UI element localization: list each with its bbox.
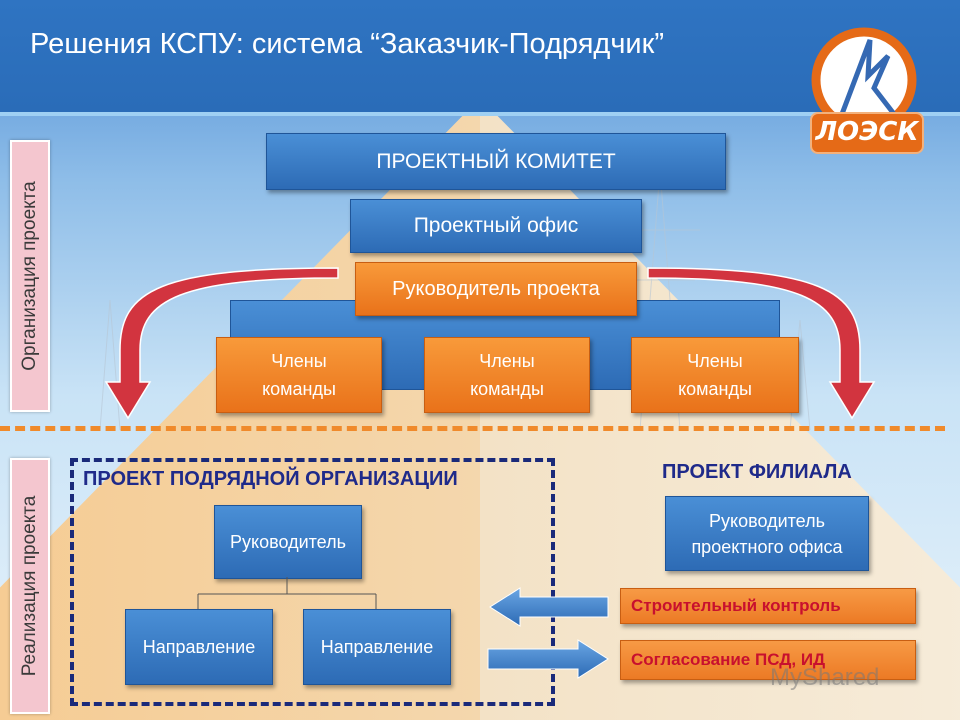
contractor-project-title: ПРОЕКТ ПОДРЯДНОЙ ОРГАНИЗАЦИИ: [83, 468, 458, 490]
branch-project-title: ПРОЕКТ ФИЛИАЛА: [662, 461, 852, 483]
direction-box: Направление: [125, 609, 273, 685]
section-separator: [0, 426, 945, 431]
header-bar: [0, 0, 960, 112]
team-member-box: Члены команды: [631, 337, 799, 413]
side-label-organization: Организация проекта: [10, 140, 50, 412]
left-curved-arrow: [104, 267, 339, 420]
side-label-realization: Реализация проекта: [10, 458, 50, 714]
construction-control-box: Строительный контроль: [620, 588, 916, 624]
company-logo-icon: [811, 27, 917, 133]
direction-box: Направление: [303, 609, 451, 685]
contractor-head-box: Руководитель: [214, 505, 362, 579]
header-divider: [0, 112, 960, 116]
page-title: Решения КСПУ: система “Заказчик-Подрядчи…: [30, 28, 664, 60]
left-arrow-icon: [489, 587, 609, 627]
contractor-project-frame: [70, 458, 555, 706]
team-member-box: Члены команды: [216, 337, 382, 413]
branch-office-head-box: Руководитель проектного офиса: [665, 496, 869, 571]
project-manager-box: Руководитель проекта: [355, 262, 637, 316]
approval-box: Согласование ПСД, ИД: [620, 640, 916, 680]
company-logo-text: ЛОЭСК: [810, 112, 924, 154]
right-curved-arrow: [647, 267, 876, 420]
project-office-box: Проектный офис: [350, 199, 642, 253]
watermark: MyShared: [770, 664, 880, 691]
team-member-box: Члены команды: [424, 337, 590, 413]
project-committee-box: ПРОЕКТНЫЙ КОМИТЕТ: [266, 133, 726, 190]
right-arrow-icon: [487, 639, 609, 679]
